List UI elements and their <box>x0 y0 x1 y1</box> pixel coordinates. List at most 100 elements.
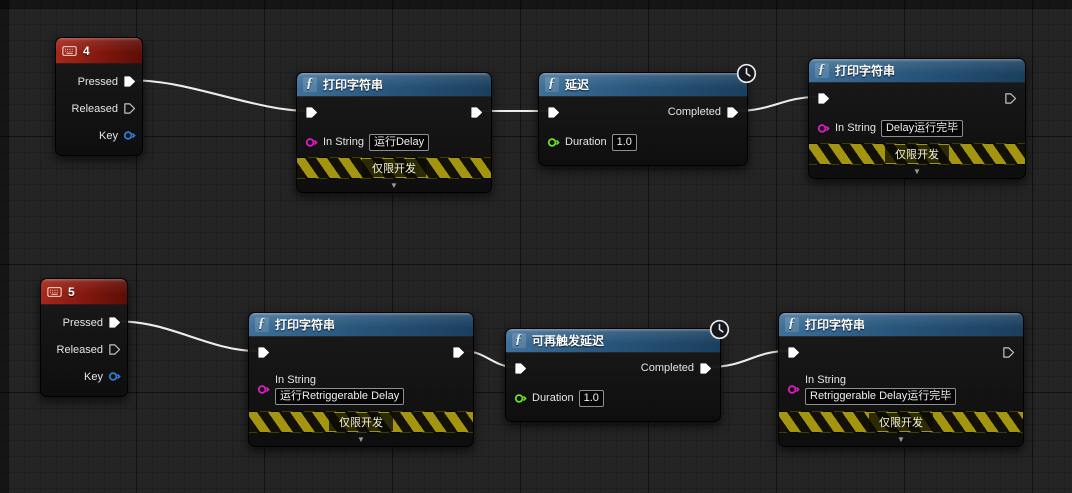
function-icon: ƒ <box>255 317 269 332</box>
exec-in-pin[interactable] <box>257 346 270 359</box>
duration-value-field[interactable]: 1.0 <box>611 133 637 151</box>
exec-pin-row: Completed <box>506 353 720 383</box>
string-in-pin[interactable] <box>257 383 270 396</box>
node-header[interactable]: ƒ 延迟 <box>539 73 747 97</box>
node-title: 延迟 <box>565 78 590 92</box>
pin-list: Pressed Released Key <box>41 305 127 396</box>
pin-row-pressed: Pressed <box>41 309 127 336</box>
print-string-node-4[interactable]: ƒ 打印字符串 In String Retriggerable Delay运行完… <box>778 312 1024 447</box>
chevron-glyph: ▼ <box>897 435 905 444</box>
chevron-down-icon[interactable]: ▼ <box>249 433 473 446</box>
chevron-down-icon[interactable]: ▼ <box>809 165 1025 178</box>
input-key-node-5[interactable]: 5 Pressed Released Key <box>40 278 128 397</box>
development-only-banner: 仅限开发 <box>297 157 491 179</box>
pin-row-duration: Duration 1.0 <box>539 127 747 157</box>
exec-out-pin-released[interactable] <box>108 343 121 356</box>
float-in-pin[interactable] <box>547 136 560 149</box>
pin-row-released: Released <box>41 336 127 363</box>
node-header[interactable]: 4 <box>56 38 142 64</box>
exec-out-pin-completed[interactable] <box>726 106 739 119</box>
development-only-label: 仅限开发 <box>885 145 949 163</box>
print-string-node-1[interactable]: ƒ 打印字符串 In String 运行Delay 仅限开发 ▼ <box>296 72 492 193</box>
chevron-glyph: ▼ <box>357 435 365 444</box>
exec-out-pin-pressed[interactable] <box>123 75 136 88</box>
keyboard-icon <box>62 45 77 56</box>
development-only-label: 仅限开发 <box>869 413 933 431</box>
exec-pin-row: Completed <box>539 97 747 127</box>
delay-node[interactable]: ƒ 延迟 Completed Duration 1.0 <box>538 63 757 166</box>
input-key-node-4[interactable]: 4 Pressed Released Key <box>55 37 143 156</box>
pin-list: Pressed Released Key <box>56 64 142 155</box>
retriggerable-delay-node[interactable]: ƒ 可再触发延迟 Completed Duration 1.0 <box>505 319 730 422</box>
pin-label: Released <box>71 102 118 115</box>
exec-pin-row <box>297 97 491 127</box>
node-header[interactable]: 5 <box>41 279 127 305</box>
exec-wire[interactable] <box>134 79 311 113</box>
in-string-value-field[interactable]: 运行Retriggerable Delay <box>275 387 405 405</box>
exec-out-pin[interactable] <box>1004 92 1017 105</box>
exec-out-pin-completed[interactable] <box>699 362 712 375</box>
exec-in-pin[interactable] <box>787 346 800 359</box>
exec-out-pin-pressed[interactable] <box>108 316 121 329</box>
exec-in-pin[interactable] <box>817 92 830 105</box>
latent-clock-icon <box>709 319 730 340</box>
exec-pin-row <box>809 83 1025 113</box>
pin-label: Pressed <box>62 316 103 329</box>
exec-in-pin[interactable] <box>514 362 527 375</box>
node-header[interactable]: ƒ 可再触发延迟 <box>506 329 720 353</box>
node-header[interactable]: ƒ 打印字符串 <box>249 313 473 337</box>
in-string-value-field[interactable]: Retriggerable Delay运行完毕 <box>805 387 957 405</box>
node-header[interactable]: ƒ 打印字符串 <box>809 59 1025 83</box>
exec-wire[interactable] <box>734 95 819 113</box>
pin-row-in-string: In String Delay运行完毕 <box>809 113 1025 143</box>
exec-pin-row <box>249 337 473 367</box>
in-string-value-field[interactable]: Delay运行完毕 <box>880 119 964 137</box>
completed-pin-group: Completed <box>641 362 712 375</box>
pin-label: Duration <box>532 392 574 404</box>
in-string-value-field[interactable]: 运行Delay <box>368 133 430 151</box>
node-header[interactable]: ƒ 打印字符串 <box>297 73 491 97</box>
development-only-banner: 仅限开发 <box>779 411 1023 433</box>
print-string-node-3[interactable]: ƒ 打印字符串 In String 运行Retriggerable Delay … <box>248 312 474 447</box>
development-only-banner: 仅限开发 <box>249 411 473 433</box>
pin-row-in-string: In String 运行Retriggerable Delay <box>249 367 473 411</box>
chevron-down-icon[interactable]: ▼ <box>297 179 491 192</box>
string-in-pin[interactable] <box>305 136 318 149</box>
in-string-stack: In String 运行Retriggerable Delay <box>275 374 405 405</box>
pin-label: Duration <box>565 136 607 148</box>
exec-in-pin[interactable] <box>305 106 318 119</box>
exec-wire[interactable] <box>708 349 789 369</box>
pin-row-released: Released <box>56 95 142 122</box>
exec-wire[interactable] <box>119 320 259 353</box>
function-icon: ƒ <box>785 317 799 332</box>
key-out-pin[interactable] <box>108 370 121 383</box>
exec-out-pin[interactable] <box>470 106 483 119</box>
exec-out-pin[interactable] <box>1002 346 1015 359</box>
node-header[interactable]: ƒ 打印字符串 <box>779 313 1023 337</box>
exec-out-pin-released[interactable] <box>123 102 136 115</box>
pin-label: Key <box>84 370 103 383</box>
node-title: 4 <box>83 43 90 58</box>
string-in-pin[interactable] <box>817 122 830 135</box>
pin-row-key: Key <box>41 363 127 390</box>
pin-row-in-string: In String 运行Delay <box>297 127 491 157</box>
chevron-glyph: ▼ <box>913 167 921 176</box>
pin-label: In String <box>323 136 364 148</box>
pin-row-key: Key <box>56 122 142 149</box>
exec-pin-row <box>779 337 1023 367</box>
function-icon: ƒ <box>512 333 526 348</box>
exec-in-pin[interactable] <box>547 106 560 119</box>
float-in-pin[interactable] <box>514 392 527 405</box>
exec-out-pin[interactable] <box>452 346 465 359</box>
pin-label: Key <box>99 129 118 142</box>
completed-pin-group: Completed <box>668 106 739 119</box>
string-in-pin[interactable] <box>787 383 800 396</box>
chevron-down-icon[interactable]: ▼ <box>779 433 1023 446</box>
node-title: 打印字符串 <box>323 78 384 92</box>
development-only-label: 仅限开发 <box>329 413 393 431</box>
print-string-node-2[interactable]: ƒ 打印字符串 In String Delay运行完毕 仅限开发 ▼ <box>808 58 1026 179</box>
pin-row-in-string: In String Retriggerable Delay运行完毕 <box>779 367 1023 411</box>
key-out-pin[interactable] <box>123 129 136 142</box>
duration-value-field[interactable]: 1.0 <box>578 389 604 407</box>
